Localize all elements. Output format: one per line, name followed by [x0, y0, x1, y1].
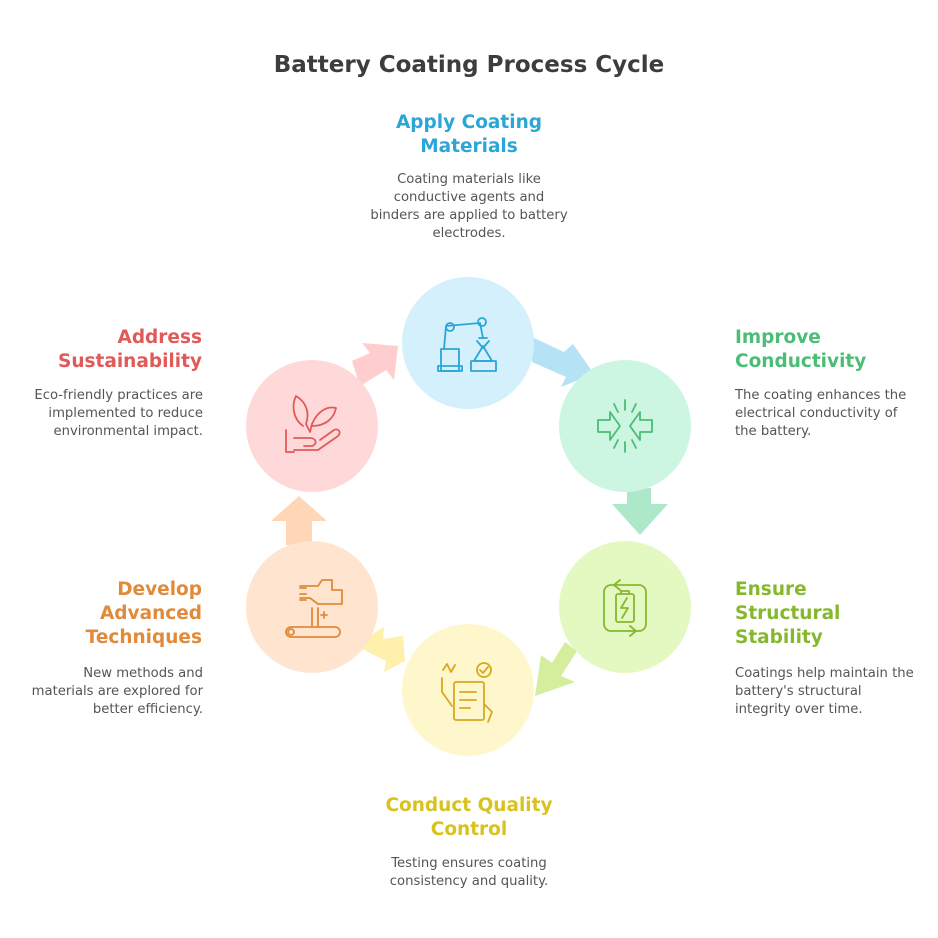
step-ensure-title: Ensure Structural Stability — [735, 579, 841, 648]
step-develop-desc: New methods and materials are explored f… — [31, 666, 203, 717]
step-improve-desc: The coating enhances the electrical cond… — [735, 388, 907, 439]
step-conduct-desc: Testing ensures coating consistency and … — [389, 856, 549, 889]
arrow-develop-to-address — [271, 496, 327, 545]
circle-ensure — [559, 541, 691, 673]
circle-apply — [402, 277, 534, 409]
circle-develop — [246, 541, 378, 673]
arrow-ensure-to-conduct — [535, 642, 577, 696]
circle-improve — [559, 360, 691, 492]
step-apply-desc: Coating materials like conductive agents… — [370, 172, 568, 241]
diagram-title: Battery Coating Process Cycle — [273, 52, 665, 78]
converge-arrows-icon — [597, 399, 653, 453]
step-address-desc: Eco-friendly practices are implemented t… — [34, 388, 203, 439]
arrow-address-to-apply — [352, 343, 398, 386]
arrow-improve-to-ensure — [612, 488, 668, 535]
step-develop-title: Develop Advanced Techniques — [85, 579, 202, 648]
battery-cycle-icon — [603, 579, 647, 637]
step-address-title: Address Sustainability — [58, 327, 202, 372]
checklist-icon — [441, 662, 493, 723]
plant-hand-icon — [285, 395, 341, 453]
hand-tool-icon — [285, 579, 343, 638]
step-apply-title: Apply Coating Materials — [395, 112, 542, 157]
circle-conduct — [402, 624, 534, 756]
step-ensure-desc: Coatings help maintain the battery's str… — [735, 666, 914, 717]
step-conduct-title: Conduct Quality Control — [385, 795, 553, 840]
arrow-apply-to-improve — [532, 337, 594, 387]
robot-arm-icon — [437, 317, 497, 372]
step-improve-title: Improve Conductivity — [735, 327, 867, 372]
